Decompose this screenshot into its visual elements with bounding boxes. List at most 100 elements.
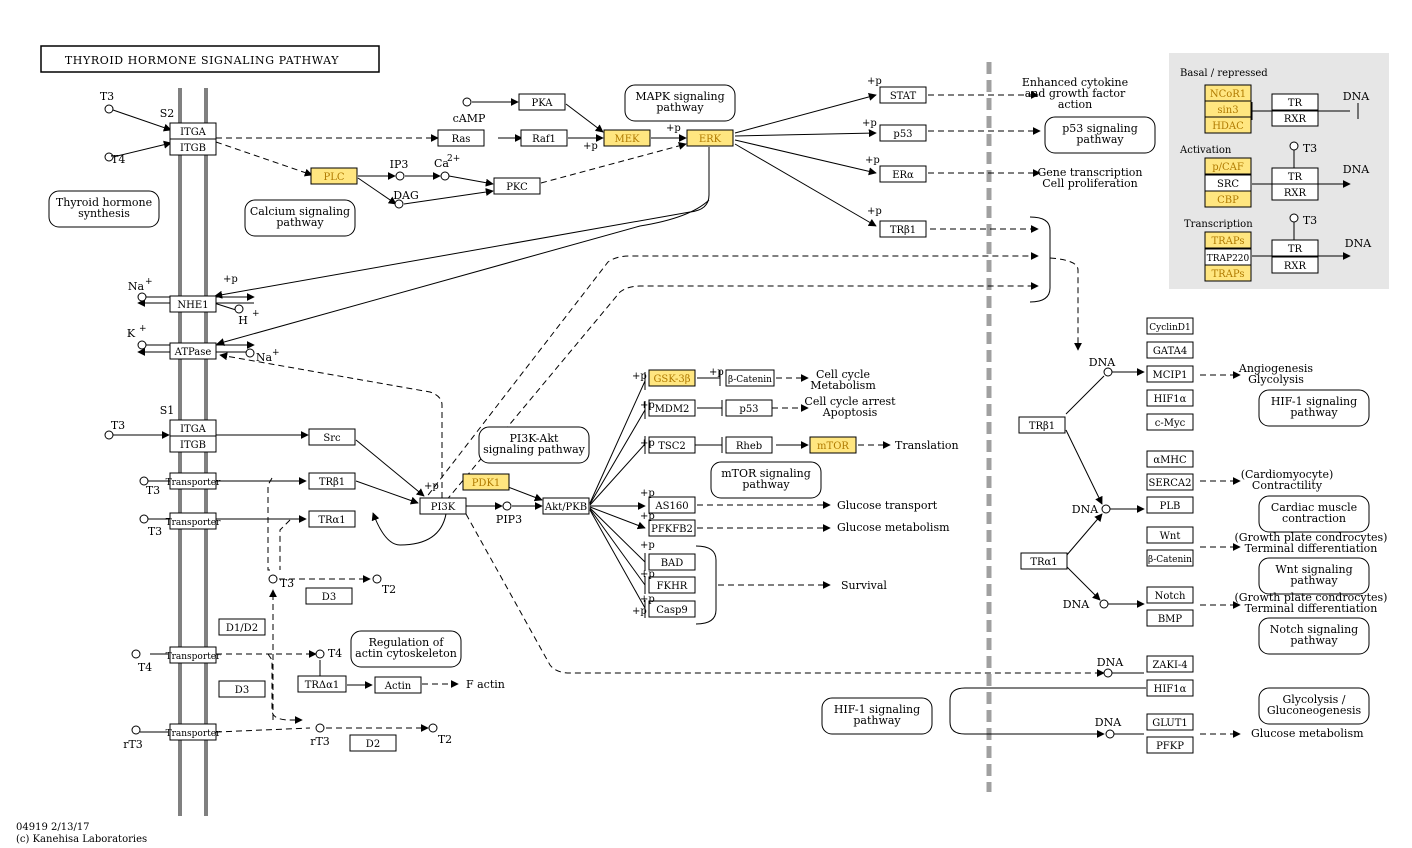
edge-pdk1-akt xyxy=(507,486,543,502)
edge-pi3k-bracket-1 xyxy=(421,252,1039,504)
edge-transport-rt3 xyxy=(215,727,311,733)
circle-h xyxy=(234,304,244,314)
box-tsc2: TSC2 xyxy=(648,436,696,454)
circle-t3-trans2 xyxy=(139,514,149,524)
map-thyroid-synthesis-line-1: synthesis xyxy=(78,207,130,220)
box-era-label: ERα xyxy=(892,170,914,181)
label-angiogenesis-line-1: Glycolysis xyxy=(1248,373,1304,386)
legend-rxr-1: RXR xyxy=(1271,109,1319,127)
legend-ncor1-label: NCoR1 xyxy=(1210,89,1246,100)
edge-pi3k-atpase xyxy=(219,352,443,498)
label-plus-p-7: +p xyxy=(424,481,439,492)
box-mtor: mTOR xyxy=(809,436,857,454)
edge-tra1-dna-mid xyxy=(1065,513,1103,557)
map-actin-line-1: actin cytoskeleton xyxy=(355,647,457,660)
box-glut1-label: GLUT1 xyxy=(1152,718,1188,729)
box-tra1-right: TRα1 xyxy=(1020,552,1068,570)
box-ras-rect xyxy=(437,129,485,147)
box-amhc-rect xyxy=(1146,450,1194,468)
box-itgb-top: ITGB xyxy=(169,138,217,156)
box-mtor-rect xyxy=(809,436,857,454)
box-casp9-rect xyxy=(648,600,696,618)
legend-ncor1: NCoR1 xyxy=(1204,84,1252,102)
footer-copyright: (c) Kanehisa Laboratories xyxy=(16,834,147,845)
label-t3-s1: T3 xyxy=(111,419,125,432)
box-transporter-4-rect xyxy=(169,723,217,741)
label-glucose-metabolism-right: Glucose metabolism xyxy=(1251,727,1364,740)
box-pka: PKA xyxy=(518,93,566,111)
label-cell-cycle-metabolism-line-1: Metabolism xyxy=(810,379,876,392)
box-transporter-1-label: Transporter xyxy=(166,478,222,488)
map-hif1-bottom-rect xyxy=(821,697,933,735)
map-notch-rect xyxy=(1258,617,1370,655)
box-cmyc-rect xyxy=(1146,413,1194,431)
circle-k xyxy=(137,340,147,350)
box-plc: PLC xyxy=(310,167,358,185)
box-src-label: Src xyxy=(323,433,341,444)
box-cyclind1-rect xyxy=(1146,317,1194,335)
map-mtor-line-0: mTOR signaling xyxy=(721,467,811,480)
box-trb1-top-label: TRβ1 xyxy=(890,225,916,236)
circle-ca xyxy=(440,171,450,181)
box-casp9-label: Casp9 xyxy=(656,605,688,616)
box-amhc-label: αMHC xyxy=(1153,455,1187,466)
circle-dna-3 xyxy=(1099,599,1109,609)
edge-transport-t3-up-2 xyxy=(279,519,291,570)
map-hif1-right-rect xyxy=(1258,389,1370,427)
legend-cbp-label: CBP xyxy=(1217,195,1239,206)
box-hif1a-2-label: HIF1α xyxy=(1154,684,1187,695)
circle-dna-4 xyxy=(1103,668,1113,678)
edge-erk-p53 xyxy=(734,129,877,138)
edge-erk-atpase xyxy=(216,199,710,346)
box-src: Src xyxy=(308,428,356,446)
label-plus-p-17: +p xyxy=(709,367,724,378)
box-as160-rect xyxy=(648,496,696,514)
legend-rxr-3-rect xyxy=(1271,256,1319,274)
label-plus-p-8: +p xyxy=(632,371,647,382)
box-pfkfb2: PFKFB2 xyxy=(648,519,696,537)
box-bcatenin-right: β-Catenin xyxy=(1146,549,1194,567)
box-bad-rect xyxy=(648,553,696,571)
label-plus-p-3: +p xyxy=(867,206,882,217)
label-t3-trans1: T3 xyxy=(146,484,160,497)
box-transporter-1: Transporter xyxy=(166,472,222,490)
box-notch: Notch xyxy=(1146,586,1194,604)
label-ca-charge: 2+ xyxy=(447,154,460,164)
edge-erk-trb1 xyxy=(734,143,877,227)
box-trb1-top: TRβ1 xyxy=(879,220,927,238)
box-bad-label: BAD xyxy=(661,558,684,569)
label-t4-mid: T4 xyxy=(328,647,342,660)
box-itgb-s1: ITGB xyxy=(169,435,217,453)
edge-layer xyxy=(112,91,1359,738)
label-plus-p-16: +p xyxy=(632,606,647,617)
box-mcip1-rect xyxy=(1146,365,1194,383)
map-p53-line-1: pathway xyxy=(1076,133,1124,146)
map-notch-line-0: Notch signaling xyxy=(1270,623,1358,636)
box-p53-top: p53 xyxy=(879,124,927,142)
box-trb1-top-rect xyxy=(879,220,927,238)
label-plus-p-9: +p xyxy=(640,400,655,411)
box-p53-top-rect xyxy=(879,124,927,142)
legend-trap220: TRAP220 xyxy=(1204,248,1252,266)
label-growth-plate-2-line-1: Terminal differentiation xyxy=(1245,602,1378,615)
box-casp9: Casp9 xyxy=(648,600,696,618)
map-pi3k-akt-line-0: PI3K-Akt xyxy=(510,432,559,445)
circle-dag xyxy=(394,199,404,209)
label-glucose-transport: Glucose transport xyxy=(837,499,938,512)
map-hif1-bottom-line-1: pathway xyxy=(853,714,901,727)
edge-erk-stat xyxy=(734,93,877,134)
box-itgb-s1-label: ITGB xyxy=(180,440,206,451)
box-plc-label: PLC xyxy=(323,172,344,183)
gene-box-layer: ITGAITGBITGAITGBNHE1ATPaseTransporterTra… xyxy=(48,84,1370,754)
box-plb-label: PLB xyxy=(1160,501,1181,512)
box-fkhr-rect xyxy=(648,576,696,594)
label-s1: S1 xyxy=(160,404,175,417)
box-trb1-mid-label: TRβ1 xyxy=(319,477,345,488)
